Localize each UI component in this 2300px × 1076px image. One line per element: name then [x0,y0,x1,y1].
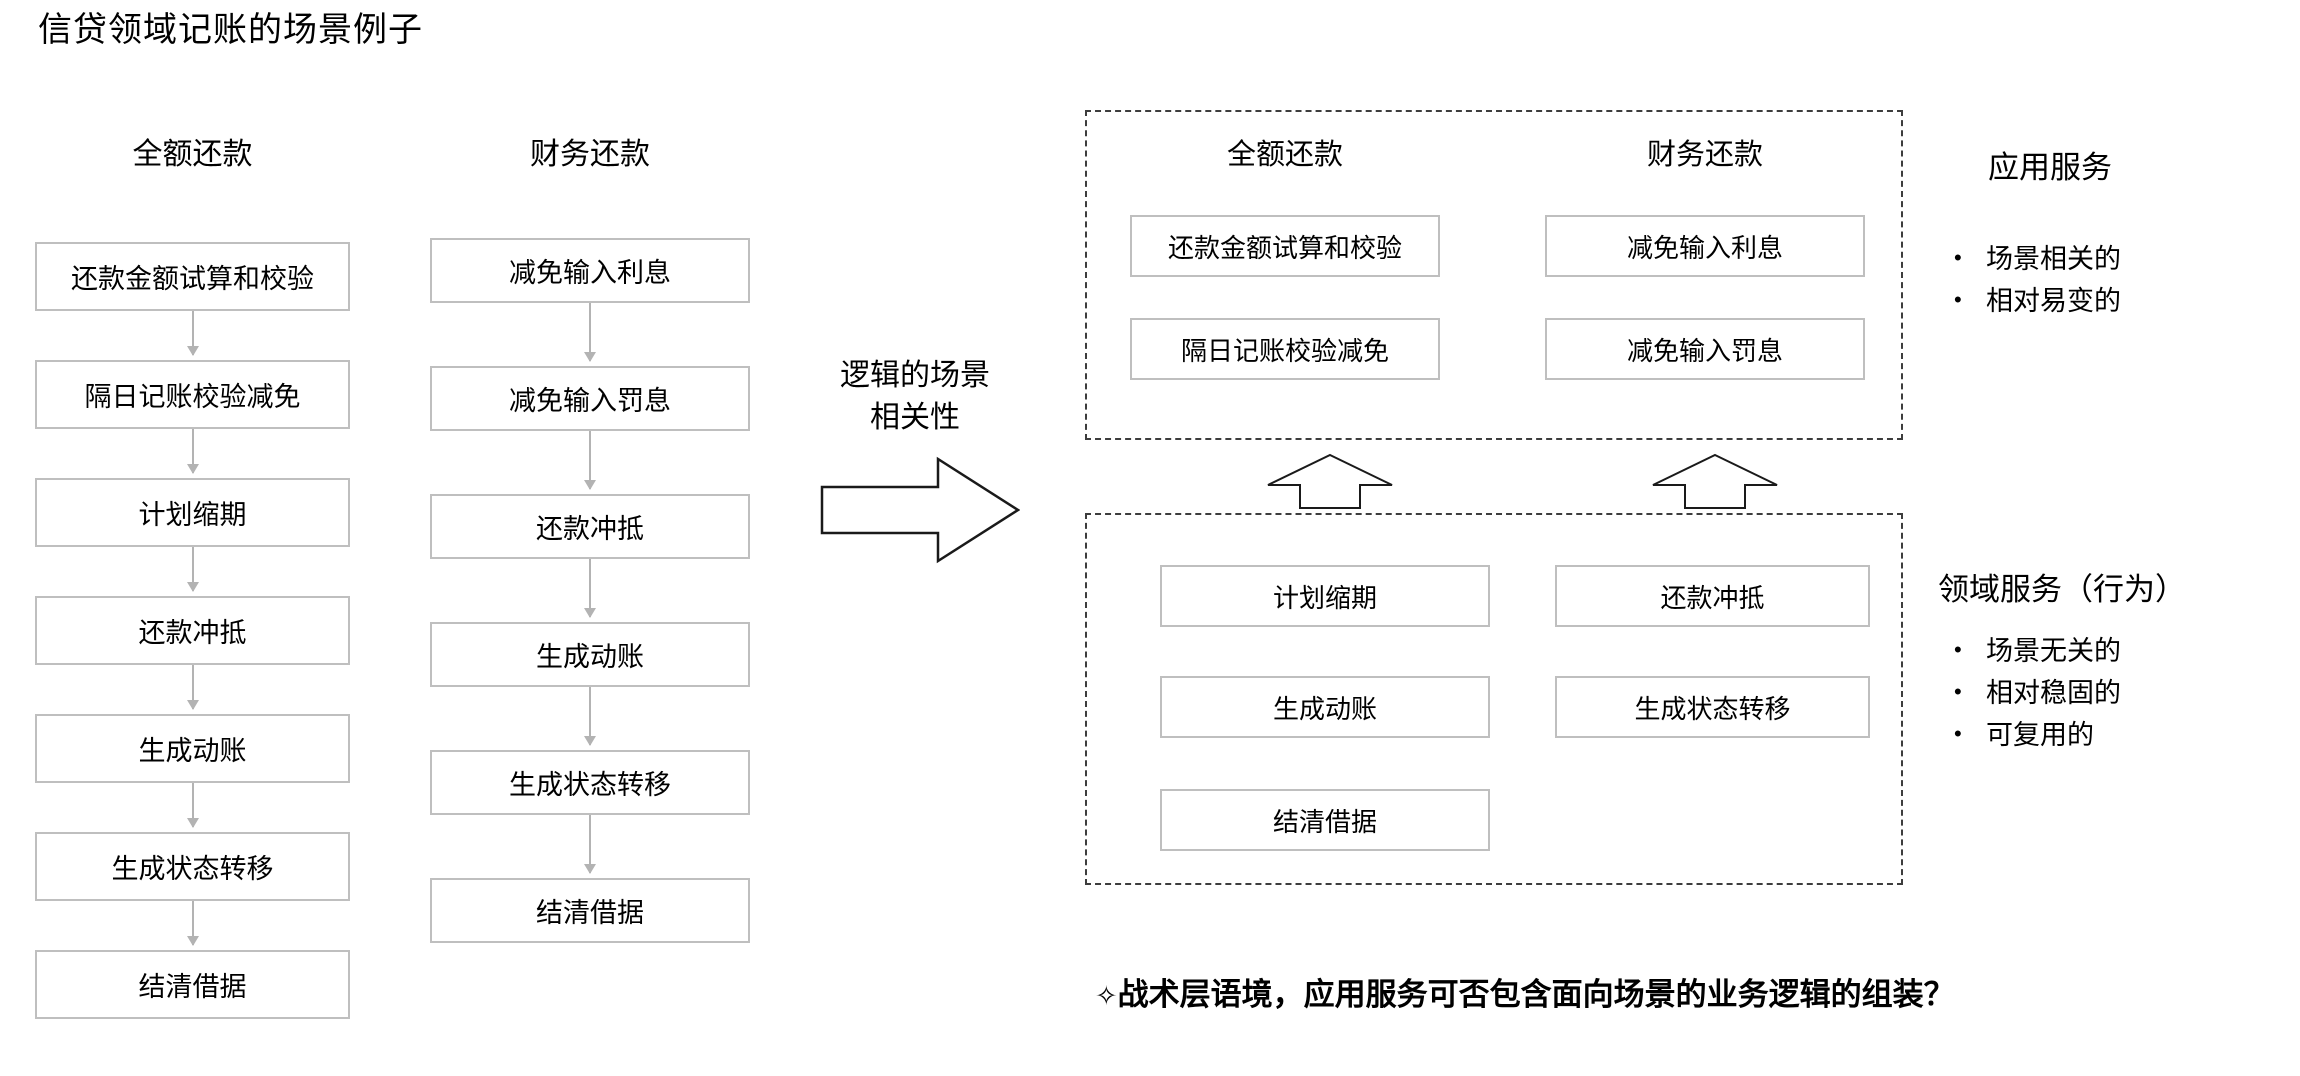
transition-label-line-1: 逻辑的场景 [840,359,990,392]
flow-box-repay-offset[interactable]: 还款冲抵 [35,596,350,665]
flow-connector-arrow [187,665,199,710]
legend-item: 可复用的 [1940,713,2121,756]
app-panel-box-overnight-check[interactable]: 隔日记账校验减免 [1130,318,1440,380]
legend-item: 相对稳固的 [1940,671,2121,714]
legend-list-domain-service: 场景无关的 相对稳固的 可复用的 [1940,629,2121,756]
flow-connector-arrow [187,901,199,946]
right-block-arrow-icon [820,456,1020,564]
flow-connector-arrow [187,783,199,828]
flow-connector-arrow [187,429,199,474]
app-panel-box-waive-interest[interactable]: 减免输入利息 [1545,215,1865,277]
flow-box-settle-loan[interactable]: 结清借据 [430,878,750,943]
diamond-bullet-icon: ✧ [1095,981,1118,1011]
legend-item: 场景相关的 [1940,237,2121,280]
flow-box-generate-entry[interactable]: 生成动账 [35,714,350,783]
legend-title-application-service: 应用服务 [1988,150,2112,185]
flow-box-settle-loan[interactable]: 结清借据 [35,950,350,1019]
flow-box-plan-shorten[interactable]: 计划缩期 [35,478,350,547]
flow-column-2-heading: 财务还款 [530,138,650,171]
app-panel-box-repay-trial-calc[interactable]: 还款金额试算和校验 [1130,215,1440,277]
up-block-arrow-icon [1267,453,1393,509]
bottom-caption: ✧战术层语境，应用服务可否包含面向场景的业务逻辑的组装？ [1095,974,1955,1017]
app-panel-box-waive-penalty[interactable]: 减免输入罚息 [1545,318,1865,380]
legend-list-application-service: 场景相关的 相对易变的 [1940,237,2121,322]
transition-label-line-2: 相关性 [870,401,960,434]
flow-connector-arrow [187,311,199,356]
page-title: 信贷领域记账的场景例子 [38,11,423,49]
flow-box-generate-state-change[interactable]: 生成状态转移 [430,750,750,815]
domain-panel-box-plan-shorten[interactable]: 计划缩期 [1160,565,1490,627]
flow-connector-arrow [584,303,596,362]
app-panel-heading-fin-repay: 财务还款 [1646,139,1763,171]
flow-box-generate-state-change[interactable]: 生成状态转移 [35,832,350,901]
flow-column-1-heading: 全额还款 [132,138,253,171]
flow-box-waive-interest[interactable]: 减免输入利息 [430,238,750,303]
flow-box-repay-offset[interactable]: 还款冲抵 [430,494,750,559]
legend-title-domain-service: 领域服务（行为） [1938,572,2186,607]
bottom-caption-text: 战术层语境，应用服务可否包含面向场景的业务逻辑的组装？ [1117,977,1955,1012]
flow-connector-arrow [584,687,596,746]
legend-item: 场景无关的 [1940,629,2121,672]
flow-box-repay-trial-calc[interactable]: 还款金额试算和校验 [35,242,350,311]
flow-box-waive-penalty[interactable]: 减免输入罚息 [430,366,750,431]
domain-panel-box-settle-loan[interactable]: 结清借据 [1160,789,1490,851]
domain-panel-box-generate-state-change[interactable]: 生成状态转移 [1555,676,1870,738]
flow-connector-arrow [187,547,199,592]
flow-connector-arrow [584,431,596,490]
domain-panel-box-generate-entry[interactable]: 生成动账 [1160,676,1490,738]
legend-item: 相对易变的 [1940,279,2121,322]
domain-panel-box-repay-offset[interactable]: 还款冲抵 [1555,565,1870,627]
flow-connector-arrow [584,815,596,874]
flow-box-generate-entry[interactable]: 生成动账 [430,622,750,687]
up-block-arrow-icon [1652,453,1778,509]
app-panel-heading-full-repay: 全额还款 [1226,139,1343,171]
transition-label: 逻辑的场景 相关性 [800,355,1030,439]
flow-box-overnight-check[interactable]: 隔日记账校验减免 [35,360,350,429]
flow-connector-arrow [584,559,596,618]
